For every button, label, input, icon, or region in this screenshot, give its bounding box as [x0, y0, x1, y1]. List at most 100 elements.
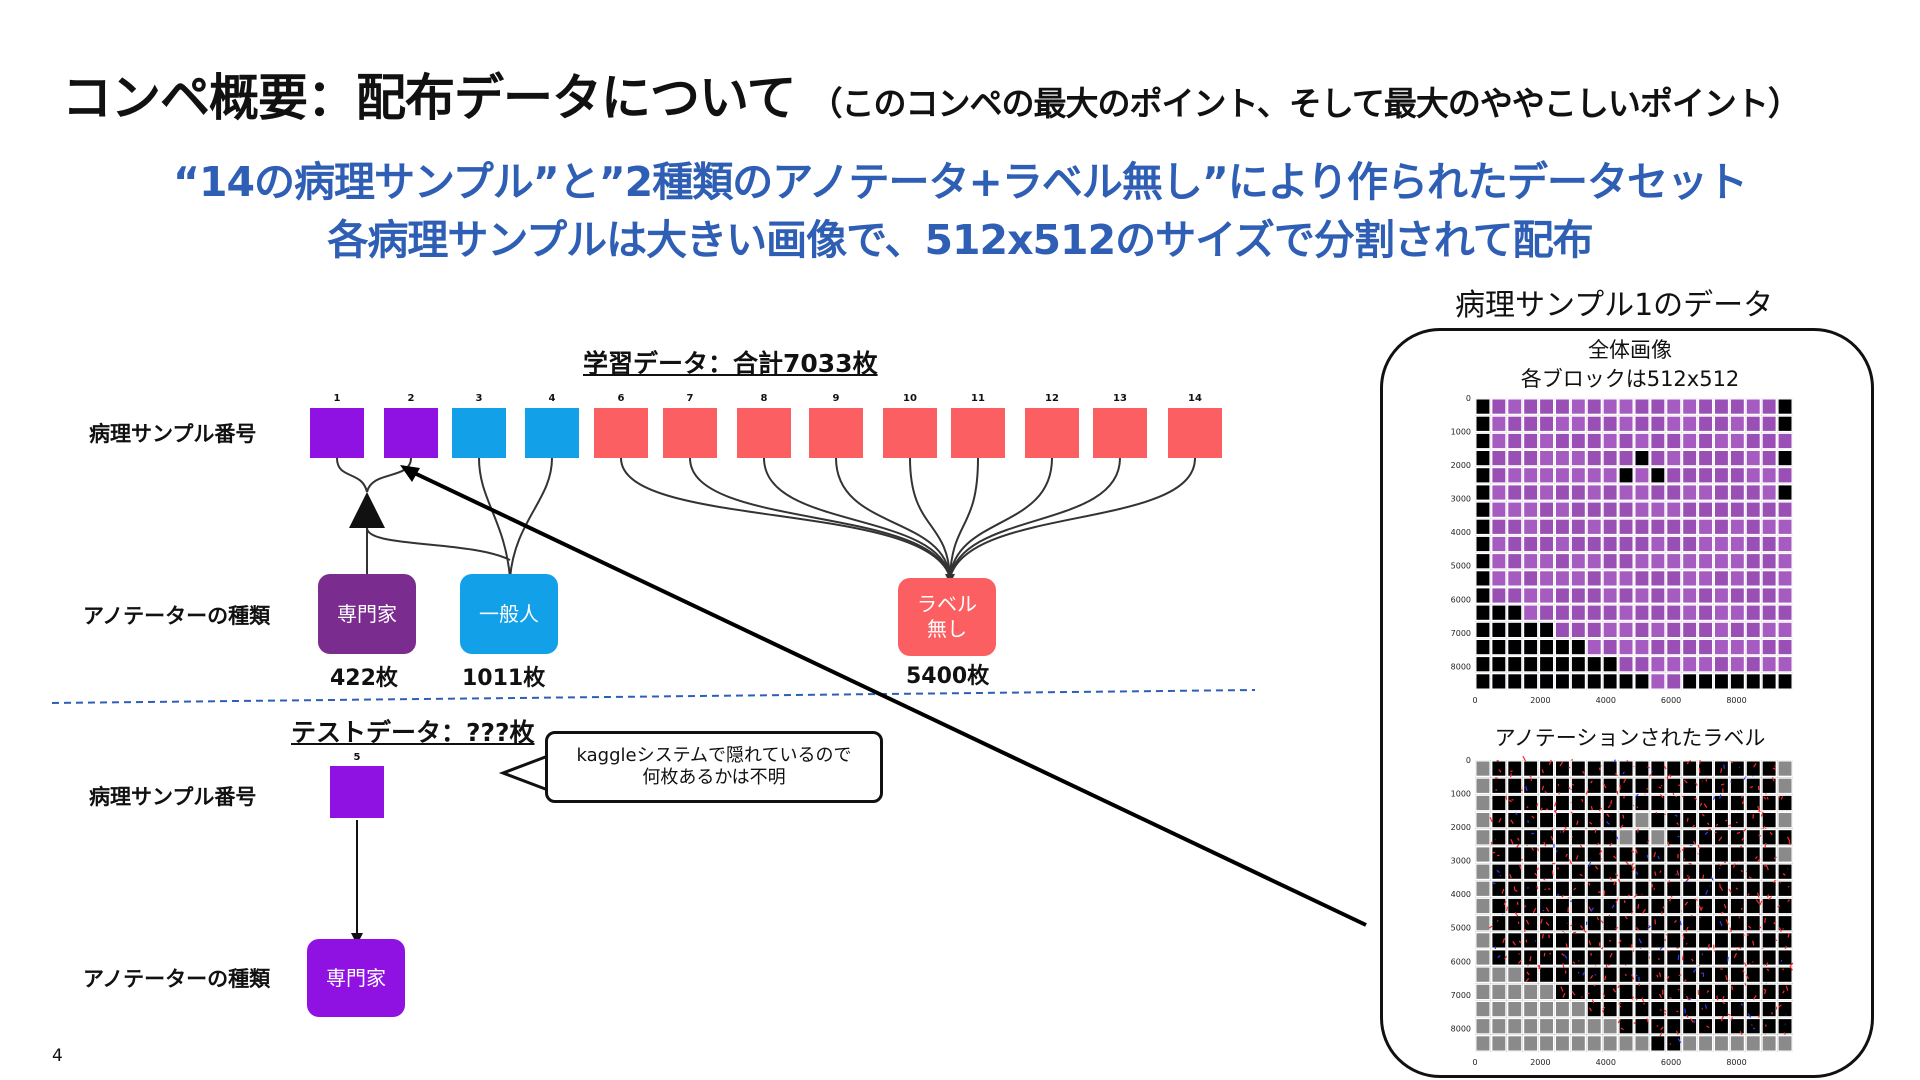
label-mark: [1723, 764, 1726, 769]
image-block: [1634, 449, 1650, 467]
label-mark: [1757, 807, 1761, 813]
image-block: [1649, 914, 1666, 932]
label-mark: [1509, 873, 1512, 879]
image-block: [1697, 1017, 1714, 1035]
image-block: [1761, 863, 1778, 881]
image-block: [1761, 966, 1778, 984]
test-annotator-row-label: アノテーターの種類: [83, 967, 271, 991]
tissue-background: [1475, 398, 1793, 690]
image-block: [1475, 569, 1491, 587]
label-mark: [1720, 1016, 1724, 1021]
image-block: [1618, 552, 1634, 570]
image-block: [1475, 586, 1491, 604]
test-annotator-box: 専門家: [307, 939, 405, 1017]
image-block: [1761, 828, 1778, 846]
label-mark: [1676, 870, 1680, 876]
image-block: [1713, 931, 1730, 949]
label-mark: [1728, 979, 1730, 982]
label-mark: [1541, 785, 1545, 791]
label-mark: [1773, 856, 1777, 860]
image-block: [1697, 863, 1714, 881]
label-mark: [1740, 845, 1743, 848]
image-block: [1761, 1000, 1778, 1018]
image-block: [1618, 586, 1634, 604]
label-mark: [1498, 769, 1502, 773]
label-mark: [1690, 1018, 1694, 1023]
image-block: [1554, 672, 1571, 690]
label-mark: [1557, 867, 1559, 870]
image-block: [1713, 845, 1730, 863]
image-block: [1522, 552, 1539, 570]
image-block: [1506, 948, 1523, 966]
image-block: [1634, 586, 1650, 604]
image-block: [1586, 966, 1603, 984]
sample-box-12: [1025, 408, 1079, 458]
image-block: [1522, 777, 1539, 795]
label-mark: [1590, 806, 1593, 811]
image-block: [1522, 621, 1539, 639]
image-block: [1713, 398, 1730, 416]
label-mark: [1782, 873, 1786, 876]
image-block: [1745, 1000, 1762, 1018]
image-block: [1729, 415, 1746, 433]
label-mark: [1596, 916, 1600, 921]
title-main: コンペ概要：配布データについて: [62, 69, 796, 127]
label-mark: [1622, 814, 1625, 819]
label-mark: [1531, 847, 1535, 851]
image-block: [1618, 638, 1634, 656]
label-mark: [1626, 760, 1629, 763]
image-block: [1761, 880, 1778, 898]
image-block: [1491, 483, 1507, 501]
image-block: [1697, 621, 1714, 639]
image-block: [1570, 415, 1587, 433]
label-mark: [1537, 848, 1540, 852]
label-mark: [1641, 908, 1646, 914]
label-mark: [1691, 958, 1694, 962]
label-mark: [1602, 1006, 1606, 1010]
image-block: [1586, 1034, 1603, 1052]
image-block: [1634, 828, 1650, 846]
image-block: [1618, 569, 1634, 587]
label-mark: [1627, 894, 1631, 897]
image-block: [1522, 586, 1539, 604]
label-mark: [1641, 893, 1643, 895]
label-mark: [1694, 898, 1699, 902]
image-block: [1729, 1000, 1746, 1018]
image-block: [1522, 604, 1539, 622]
image-block: [1777, 897, 1793, 915]
sample-number-14: 14: [1188, 393, 1202, 404]
image-block: [1634, 845, 1650, 863]
image-block: [1649, 586, 1666, 604]
label-mark: [1522, 756, 1527, 762]
label-mark: [1785, 985, 1789, 991]
image-block: [1729, 983, 1746, 1001]
image-block: [1491, 794, 1507, 812]
connector-sample-1: [336, 457, 368, 493]
label-mark: [1603, 890, 1606, 896]
label-mark: [1674, 814, 1678, 817]
image-block: [1602, 518, 1619, 536]
label-mark: [1631, 996, 1635, 1000]
image-block: [1602, 655, 1619, 673]
image-block: [1697, 655, 1714, 673]
annotator-general-box: 一般人: [460, 574, 558, 654]
image-block: [1506, 569, 1523, 587]
label-mark: [1616, 790, 1619, 796]
label-mark: [1688, 862, 1692, 865]
image-block: [1570, 655, 1587, 673]
label-mark: [1779, 881, 1782, 883]
image-block: [1506, 466, 1523, 484]
label-mark: [1609, 952, 1613, 958]
image-block: [1602, 983, 1619, 1001]
label-mark: [1590, 974, 1594, 979]
image-block: [1618, 432, 1634, 450]
image-block: [1649, 828, 1666, 846]
image-block: [1475, 501, 1491, 519]
image-block: [1538, 501, 1555, 519]
label-mark: [1702, 874, 1705, 880]
image-block: [1506, 1000, 1523, 1018]
image-block: [1745, 501, 1762, 519]
label-mark: [1706, 990, 1710, 993]
label-mark: [1741, 837, 1745, 841]
